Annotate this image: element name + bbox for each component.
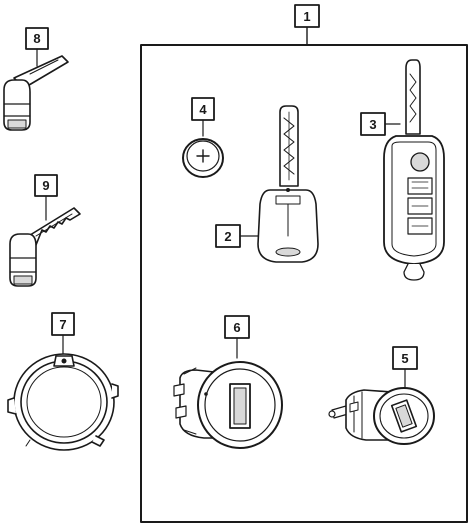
part-6-ignition-cylinder: 6 <box>173 315 283 449</box>
callout-2-label: 2 <box>224 229 231 244</box>
callout-1-label: 1 <box>303 9 310 24</box>
callout-3-label: 3 <box>369 117 376 132</box>
callout-8-label: 8 <box>33 31 40 46</box>
part-7-lock-ring: 7 <box>7 312 119 451</box>
callout-7-label: 7 <box>59 317 66 332</box>
callout-6: 6 <box>224 315 250 339</box>
part-4-battery: 4 <box>182 97 224 178</box>
callout-6-label: 6 <box>233 320 240 335</box>
callout-3: 3 <box>360 112 386 136</box>
part-8-emergency-key: 8 <box>3 27 69 131</box>
callout-5-label: 5 <box>401 351 408 366</box>
part-5-door-lock-cylinder: 5 <box>328 346 435 445</box>
part-9-key-blade: 9 <box>9 174 81 287</box>
part-2-key: 2 <box>215 105 319 263</box>
assembly-frame <box>140 26 468 523</box>
callout-4-label: 4 <box>199 102 207 117</box>
callout-7: 7 <box>51 312 75 336</box>
callout-5: 5 <box>392 346 418 370</box>
callout-4: 4 <box>191 97 215 121</box>
callout-9-label: 9 <box>42 178 49 193</box>
callout-1: 1 <box>294 4 320 28</box>
callout-2: 2 <box>215 224 241 248</box>
callout-9: 9 <box>34 174 58 197</box>
callout-8: 8 <box>25 27 49 50</box>
part-3-flip-key-remote: 3 <box>360 59 445 281</box>
